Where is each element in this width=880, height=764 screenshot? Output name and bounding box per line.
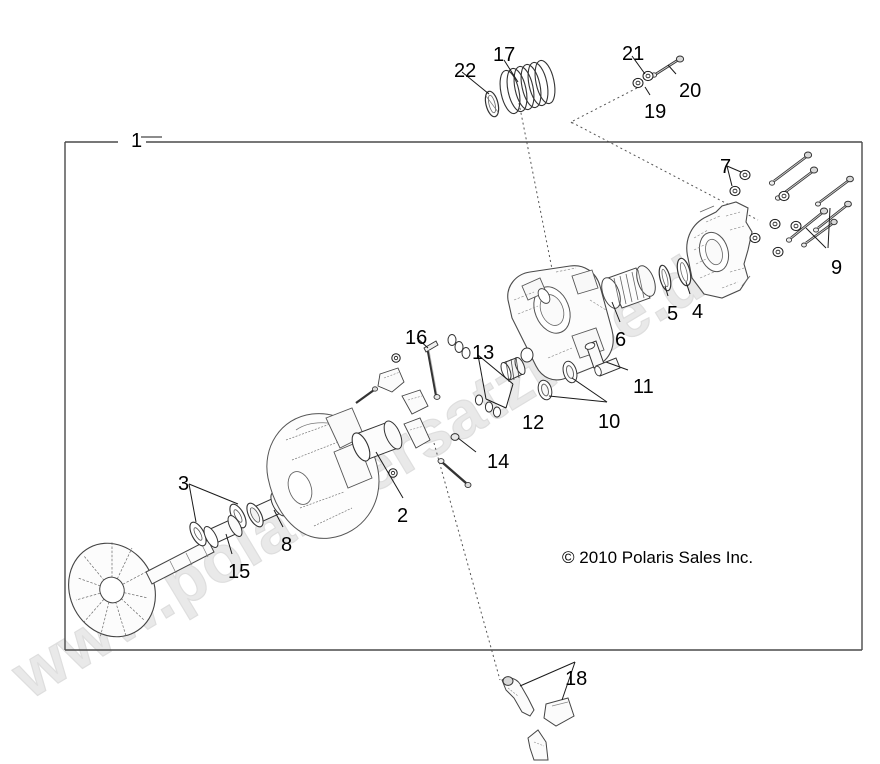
leader-6: [611, 301, 621, 323]
ring-22: [484, 90, 500, 118]
clutch-pack-6: [601, 265, 656, 309]
leader-11: [605, 361, 629, 371]
callout-15: 15: [228, 561, 251, 583]
callout-22: 22: [454, 60, 477, 82]
callout-19: 19: [644, 101, 667, 123]
housing-hatching: [693, 211, 745, 289]
bolt-9c: [785, 207, 829, 243]
callout-20: 20: [679, 80, 702, 102]
lever-piece-c: [527, 729, 549, 761]
driven-clutch-assembly: [68, 407, 403, 639]
callout-5: 5: [667, 303, 679, 325]
spacer-cluster-13: [447, 334, 471, 359]
rings-4-5: [658, 257, 692, 292]
leader-22: [461, 71, 490, 95]
callout-4: 4: [692, 301, 704, 323]
leader-10b: [548, 395, 608, 403]
callout-11: 11: [633, 376, 654, 398]
gearcase-bracket: [507, 265, 614, 381]
leader-17: [503, 59, 519, 83]
leader-spring-to-clutch: [518, 102, 557, 290]
leader-3a: [188, 483, 197, 523]
small-bolts-near-sheave: [355, 353, 401, 478]
leader-2: [375, 451, 404, 499]
bolt-16: [423, 340, 441, 400]
leader-18b: [561, 661, 576, 701]
bolt-9a: [768, 151, 813, 186]
leader-8: [273, 509, 284, 528]
bolt-9f: [801, 218, 838, 248]
leader-19: [644, 86, 651, 96]
spring-17: [499, 59, 556, 115]
lever-pieces: [377, 367, 431, 449]
callout-12: 12: [522, 412, 545, 434]
bolt-14: [450, 433, 477, 453]
bolt-cluster-9: [749, 151, 854, 258]
leader-13-12: [477, 354, 514, 409]
callout-3: 3: [178, 473, 190, 495]
sleeve-13: [500, 356, 526, 383]
washer-19: [632, 77, 644, 89]
input-shaft: [145, 539, 215, 585]
leader-5: [664, 285, 669, 297]
copyright-notice: © 2010 Polaris Sales Inc.: [562, 548, 754, 567]
frame-border: [64, 141, 863, 651]
leader-10a: [571, 377, 608, 403]
bolt-20-assembly: [650, 55, 685, 78]
oring-cluster-12: [474, 394, 502, 418]
spacer-sleeve-15: [203, 515, 243, 548]
leader-lever-to-assembly: [433, 442, 501, 681]
sleeves-11: [584, 340, 621, 377]
sheave-window: [287, 471, 313, 505]
leader-15: [225, 533, 233, 555]
ring-upper-a: [520, 347, 534, 363]
bolt-long-lower: [437, 458, 472, 489]
leader-18a: [519, 661, 576, 687]
callout-1: 1: [131, 130, 143, 152]
callout-6: 6: [615, 329, 627, 351]
leader-3b: [188, 483, 239, 505]
callout-18: 18: [565, 668, 588, 690]
callout-17: 17: [493, 44, 516, 66]
cover-housing: [686, 201, 753, 299]
washers-7: [726, 165, 751, 197]
callout-21: 21: [622, 43, 645, 65]
lever-assembly-18: [501, 676, 575, 761]
callout-7: 7: [720, 156, 732, 178]
callout-14: 14: [487, 451, 510, 473]
bushings-10: [537, 360, 578, 401]
callout-13: 13: [472, 342, 495, 364]
callout-9: 9: [831, 257, 843, 279]
mid-hardware: [355, 334, 526, 489]
callout-leaders: [141, 55, 691, 701]
callout-16: 16: [405, 327, 428, 349]
callout-2: 2: [397, 505, 409, 527]
leader-20: [667, 64, 677, 75]
leader-4: [685, 281, 691, 295]
callout-10: 10: [598, 411, 621, 433]
lever-piece-b: [543, 697, 575, 727]
bushing-2: [351, 420, 403, 462]
leader-16: [416, 337, 429, 349]
bolt-9d: [815, 175, 854, 207]
callout-8: 8: [281, 534, 293, 556]
fan-hub: [99, 576, 125, 604]
leader-21: [631, 55, 646, 75]
bolt-9e: [813, 200, 852, 233]
